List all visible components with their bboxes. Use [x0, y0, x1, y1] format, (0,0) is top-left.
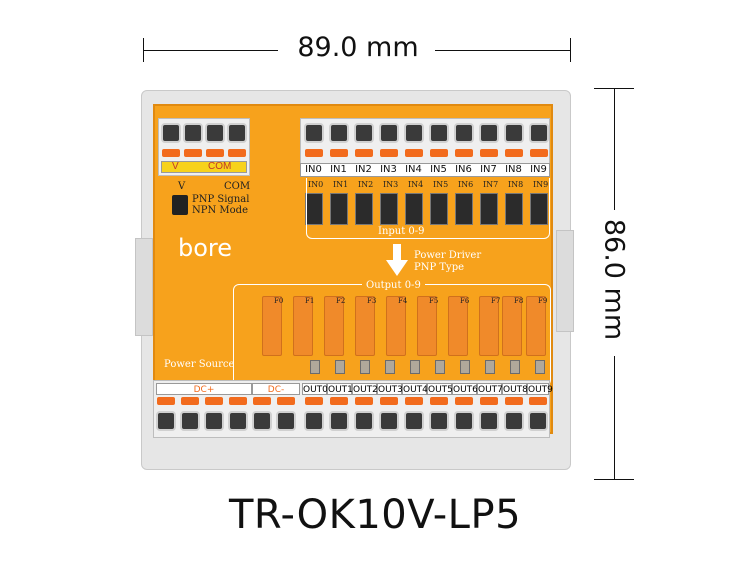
- input-label-in9: IN9: [530, 164, 547, 175]
- input-silk-in0: IN0: [308, 180, 324, 189]
- led-8: [510, 360, 520, 374]
- led-1: [335, 360, 345, 374]
- mode-text-pnp: PNP Signal: [192, 194, 250, 205]
- v-silk: V: [178, 181, 186, 192]
- out2-label: OUT2: [352, 383, 378, 395]
- input-group-label: Input 0-9: [378, 226, 425, 237]
- brand-logo: bore: [178, 234, 233, 262]
- input-label-in7: IN7: [480, 164, 497, 175]
- led-7: [485, 360, 495, 374]
- vcom-label-strip: V COM: [161, 161, 247, 173]
- led-4: [410, 360, 420, 374]
- input-group-frame: [306, 178, 550, 239]
- relay-f4: F4: [386, 296, 407, 356]
- out7-label: OUT7: [477, 383, 503, 395]
- led-6: [460, 360, 470, 374]
- input-silk-in1: IN1: [333, 180, 349, 189]
- dc-plus-label: DC+: [156, 383, 252, 395]
- input-silk-in8: IN8: [508, 180, 524, 189]
- width-dimension: 89.0 mm: [143, 30, 571, 70]
- input-label-strip: IN0 IN1 IN2 IN3 IN4 IN5 IN6 IN7 IN8 IN9: [300, 163, 550, 177]
- com-silk: COM: [224, 181, 251, 192]
- input-label-in0: IN0: [305, 164, 322, 175]
- out5-label: OUT5: [427, 383, 453, 395]
- terminal-block-bottom: DC+ DC- OUT0 OUT1 OUT2 OUT3 OUT4 OUT5 OU…: [153, 380, 553, 438]
- relay-row: F0 F1 F2 F3 F4 F5 F6 F7 F8 F9: [240, 294, 550, 360]
- relay-f9: F9: [526, 296, 547, 356]
- led-3: [385, 360, 395, 374]
- relay-f0: F0: [262, 296, 283, 356]
- out3-label: OUT3: [377, 383, 403, 395]
- led-0: [310, 360, 320, 374]
- input-silk-in4: IN4: [408, 180, 424, 189]
- height-dimension: 86.0 mm: [590, 88, 640, 480]
- input-label-in1: IN1: [330, 164, 347, 175]
- led-row: [300, 360, 550, 374]
- input-silk-in7: IN7: [483, 180, 499, 189]
- input-silk-in6: IN6: [458, 180, 474, 189]
- driver-text-1: Power Driver: [414, 250, 482, 261]
- relay-f6: F6: [448, 296, 469, 356]
- relay-f7: F7: [479, 296, 500, 356]
- output-group-label: Output 0-9: [362, 280, 425, 291]
- relay-f5: F5: [417, 296, 438, 356]
- out8-label: OUT8: [502, 383, 528, 395]
- dc-minus-label: DC-: [252, 383, 300, 395]
- out1-label: OUT1: [327, 383, 353, 395]
- mode-text-npn: NPN Mode: [192, 205, 248, 216]
- input-label-in2: IN2: [355, 164, 372, 175]
- input-silk-in2: IN2: [358, 180, 374, 189]
- input-label-in3: IN3: [380, 164, 397, 175]
- com-label: COM: [208, 161, 232, 172]
- input-silk-in5: IN5: [433, 180, 449, 189]
- input-label-in6: IN6: [455, 164, 472, 175]
- power-source-label: Power Source: [164, 359, 235, 370]
- led-2: [360, 360, 370, 374]
- led-5: [435, 360, 445, 374]
- relay-f2: F2: [324, 296, 345, 356]
- input-label-in5: IN5: [430, 164, 447, 175]
- product-title: TR-OK10V-LP5: [228, 492, 522, 538]
- input-label-in8: IN8: [505, 164, 522, 175]
- input-silk-row: IN0 IN1 IN2 IN3 IN4 IN5 IN6 IN7 IN8 IN9: [300, 180, 550, 192]
- out9-label: OUT9: [527, 383, 553, 395]
- rail-clip-right: [556, 230, 574, 332]
- out4-label: OUT4: [402, 383, 428, 395]
- width-label: 89.0 mm: [297, 32, 419, 63]
- input-silk-in9: IN9: [533, 180, 549, 189]
- input-silk-in3: IN3: [383, 180, 399, 189]
- optocoupler-row: [300, 193, 550, 225]
- terminal-block-vcom: V COM: [158, 118, 250, 176]
- down-arrow-icon: [386, 244, 408, 276]
- height-label: 86.0 mm: [598, 218, 630, 341]
- rail-clip-left: [135, 238, 153, 336]
- relay-f3: F3: [355, 296, 376, 356]
- out0-label: OUT0: [302, 383, 328, 395]
- mode-jumper: [172, 195, 188, 215]
- input-label-in4: IN4: [405, 164, 422, 175]
- out6-label: OUT6: [452, 383, 478, 395]
- relay-f8: F8: [502, 296, 523, 356]
- v-label: V: [172, 161, 179, 172]
- led-9: [535, 360, 545, 374]
- driver-text-2: PNP Type: [414, 262, 465, 273]
- relay-f1: F1: [293, 296, 314, 356]
